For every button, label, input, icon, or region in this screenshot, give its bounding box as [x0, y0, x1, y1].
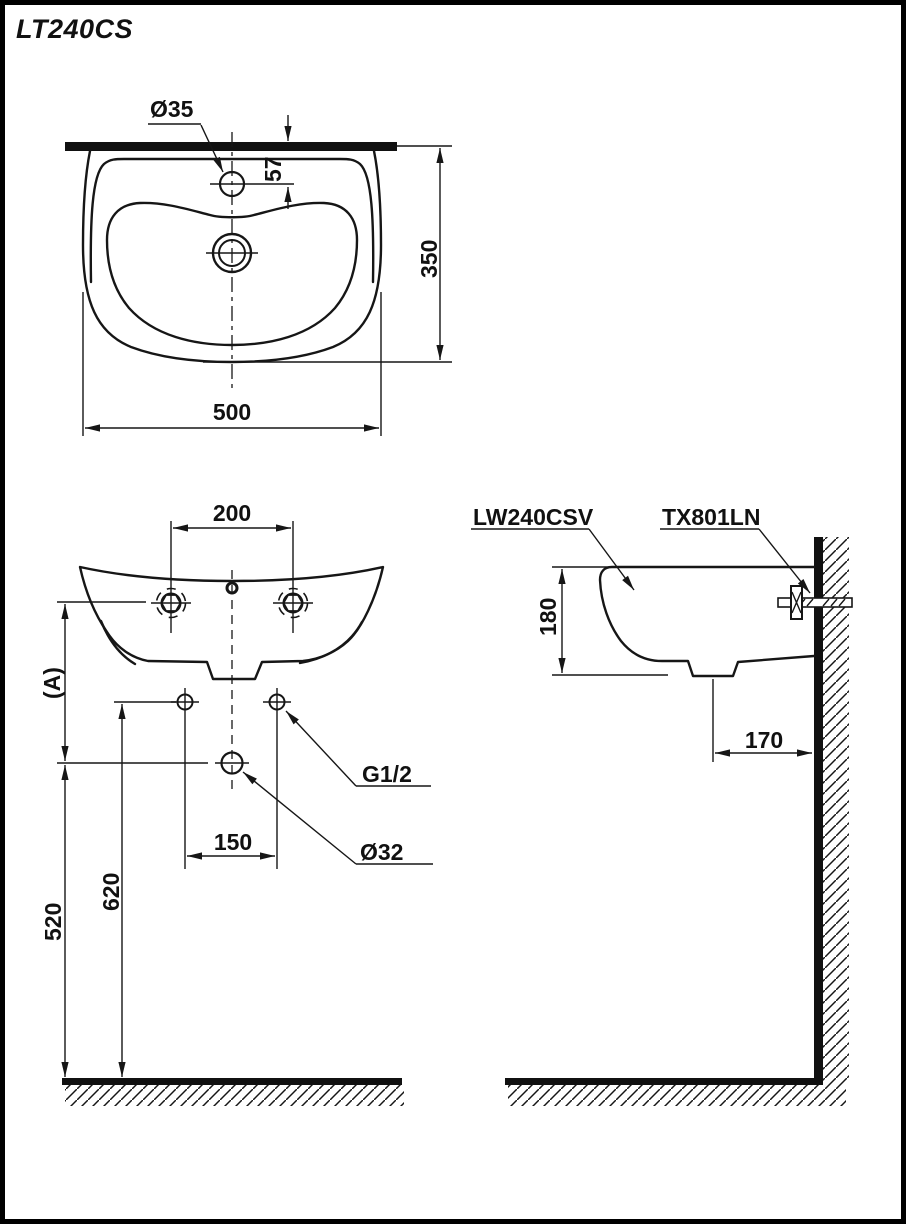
- supply-hole-left: [176, 693, 194, 711]
- dim-170-label: 170: [745, 727, 783, 753]
- faucet-dia-label: Ø35: [150, 96, 194, 122]
- wall-line-top-view: [65, 142, 397, 151]
- basin-rim-inner-line: [89, 157, 375, 284]
- supply-hole-right: [268, 693, 286, 711]
- floor-line-side: [505, 1078, 823, 1085]
- supply-thread-label: G1/2: [362, 761, 412, 787]
- wall-hatch: [823, 537, 849, 1085]
- drain-dia-label: Ø32: [360, 839, 403, 865]
- basin-model-label: LW240CSV: [473, 504, 594, 530]
- basin-profile-side: [598, 565, 816, 678]
- drain-outlet-front: [220, 751, 244, 775]
- fixing-bolt: [777, 585, 853, 620]
- dim-520-label: 520: [40, 903, 66, 941]
- wall-line-side: [814, 537, 823, 1085]
- mounting-bolt-right: [273, 587, 313, 619]
- fitting-model-label: TX801LN: [662, 504, 760, 530]
- dim-350-label: 350: [416, 240, 442, 278]
- dim-180-label: 180: [535, 598, 561, 636]
- dim-A-label: (A): [39, 667, 65, 699]
- supply-leader: [285, 710, 357, 787]
- overflow-hole: [225, 581, 239, 595]
- basin-model-leader: [588, 528, 635, 591]
- dim-200-label: 200: [213, 500, 251, 526]
- dim-150-label: 150: [214, 829, 252, 855]
- top-view: Ø35 57 350 500: [65, 96, 452, 436]
- page-title: LT240CS: [16, 14, 133, 44]
- fitting-model-leader: [758, 528, 811, 594]
- side-view: LW240CSV TX801LN 180 170: [471, 504, 853, 1106]
- underside-curve-right: [298, 620, 364, 665]
- floor-line-front: [62, 1078, 402, 1085]
- underside-curve-left: [99, 619, 137, 666]
- faucet-dia-leader: [200, 124, 224, 173]
- floor-hatch-front: [65, 1085, 404, 1106]
- drain-leader: [242, 771, 357, 865]
- dim-620-label: 620: [98, 873, 124, 911]
- floor-hatch-side: [508, 1085, 846, 1106]
- front-view: 200 (A) 520: [39, 500, 433, 1106]
- dim-500-label: 500: [213, 399, 251, 425]
- mounting-bolt-left: [151, 587, 191, 619]
- dim-57-label: 57: [260, 156, 286, 182]
- bowl-outline-top: [105, 201, 359, 347]
